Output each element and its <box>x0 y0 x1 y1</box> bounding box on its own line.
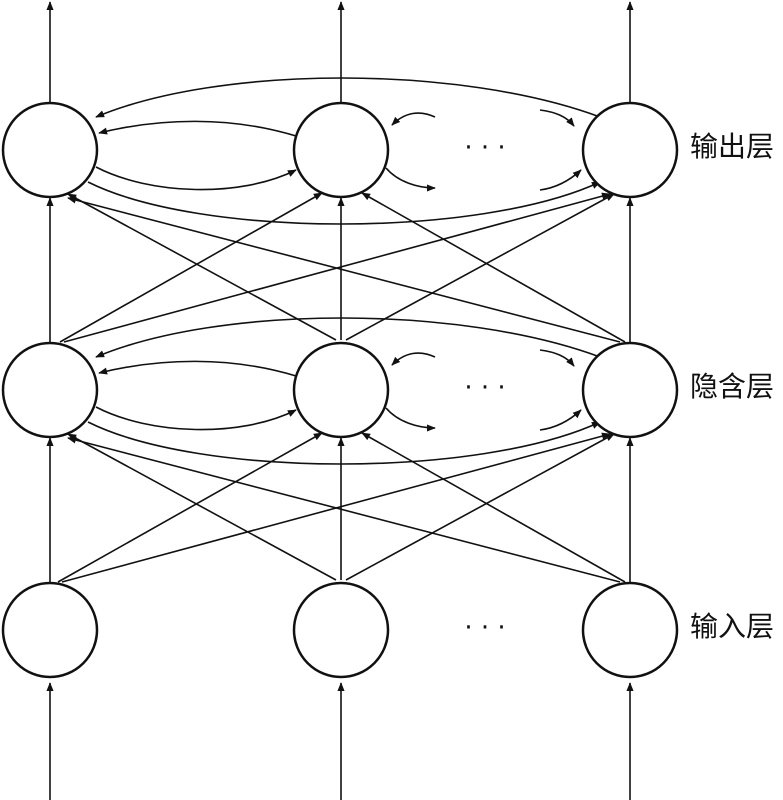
hidden-node-2 <box>292 341 390 439</box>
output-recurrent-1-to-2 <box>95 166 297 191</box>
hidden-recurrent-out-2b <box>385 407 436 432</box>
hidden-recurrent-1-to-3 <box>87 421 601 465</box>
edge-input3-hidden1 <box>67 436 621 583</box>
edge-input1-hidden2 <box>57 432 323 583</box>
output-recurrent-out-2b <box>385 167 436 192</box>
output-recurrent-1-to-3 <box>87 181 601 225</box>
hidden-node-3 <box>581 341 679 439</box>
edge-hidden3-output1 <box>67 196 621 343</box>
hidden-recurrent-in-2a <box>391 352 436 366</box>
hidden-ellipsis: · · · <box>464 373 505 403</box>
edge-hidden2-output1 <box>67 193 337 341</box>
output-ellipsis: · · · <box>464 133 505 163</box>
hidden-recurrent-in-3b <box>539 409 582 431</box>
output-recurrent-in-2a <box>391 112 436 126</box>
edge-input2-hidden3 <box>345 433 615 581</box>
input-node-1 <box>1 581 99 679</box>
output-layer-label: 输出层 <box>690 130 775 163</box>
edge-hidden1-output2 <box>59 192 323 343</box>
input-node-3 <box>581 581 679 679</box>
output-recurrent-in-3b <box>539 169 582 191</box>
hidden-recurrent-2-to-1 <box>98 360 297 377</box>
output-node-1 <box>1 101 99 199</box>
hidden-layer-label: 隐含层 <box>690 370 775 403</box>
output-node-3 <box>581 101 679 199</box>
edge-input2-hidden1 <box>67 433 337 581</box>
hidden-recurrent-3-to-1 <box>95 317 601 358</box>
input-layer-label: 输入层 <box>690 610 775 643</box>
input-node-2 <box>292 581 390 679</box>
output-recurrent-out-3a <box>539 109 575 127</box>
nodes <box>1 101 679 679</box>
hidden-recurrent-out-3a <box>539 349 575 367</box>
edge-input3-hidden2 <box>361 432 626 583</box>
output-node-2 <box>292 101 390 199</box>
output-recurrent-2-to-1 <box>98 120 297 137</box>
edge-hidden2-output3 <box>345 193 615 341</box>
input-ellipsis: · · · <box>464 613 505 643</box>
hidden-recurrent-1-to-2 <box>95 406 297 431</box>
connections <box>46 1 634 800</box>
output-recurrent-3-to-1 <box>95 77 601 118</box>
edge-hidden3-output2 <box>361 192 626 343</box>
hidden-node-1 <box>1 341 99 439</box>
